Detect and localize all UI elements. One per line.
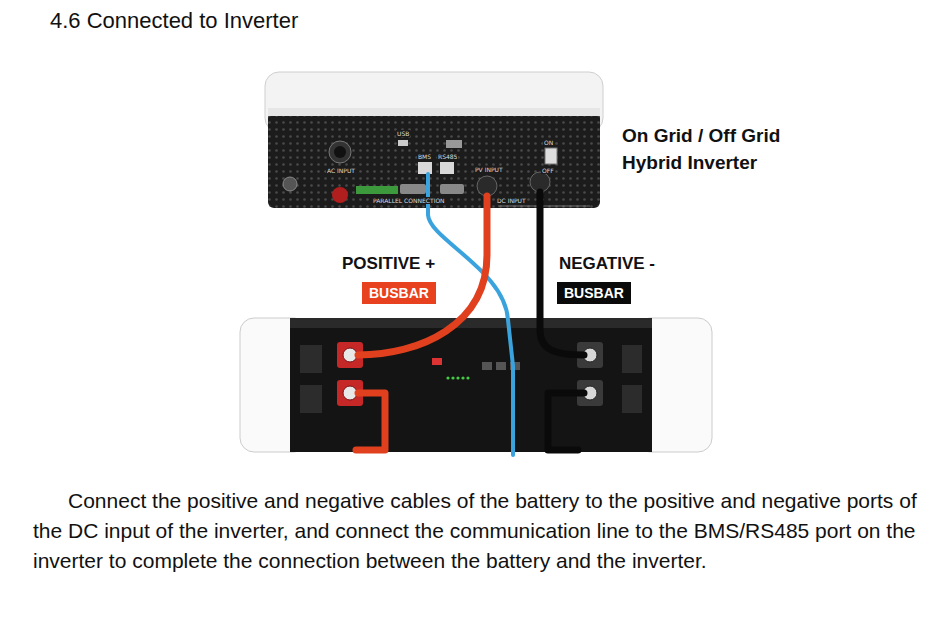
polarity-label: NEGATIVE -	[559, 254, 655, 274]
port-label: RS485	[437, 153, 458, 160]
port-label: PARALLEL CONNECTION	[372, 197, 446, 204]
device-label: On Grid / Off Grid Hybrid Inverter	[622, 122, 822, 176]
cables	[356, 174, 584, 455]
badge-text: BUSBAR	[564, 284, 624, 302]
positive-cable	[356, 393, 385, 450]
communication-cable	[428, 174, 513, 455]
caption-paragraph: Connect the positive and negative cables…	[33, 486, 923, 576]
port-label: USB	[396, 130, 410, 137]
switch-label: ON	[543, 139, 554, 146]
port-label: AC INPUT	[326, 167, 356, 174]
negative-cable	[548, 393, 584, 450]
negative-cable	[540, 192, 584, 355]
figure-title: 4.6 Connected to Inverter	[50, 8, 298, 34]
busbar-badge: BUSBAR	[557, 282, 631, 304]
polarity-label: POSITIVE +	[342, 254, 435, 274]
inverter-drawing	[265, 72, 603, 208]
positive-cable	[358, 196, 487, 355]
busbar-badge: BUSBAR	[362, 282, 436, 304]
port-label: BMS	[417, 153, 432, 160]
badge-text: BUSBAR	[369, 284, 429, 302]
port-label: DC INPUT	[496, 197, 527, 204]
switch-label: OFF	[541, 167, 555, 174]
port-label: PV INPUT	[474, 166, 504, 173]
battery-drawing	[240, 318, 712, 452]
